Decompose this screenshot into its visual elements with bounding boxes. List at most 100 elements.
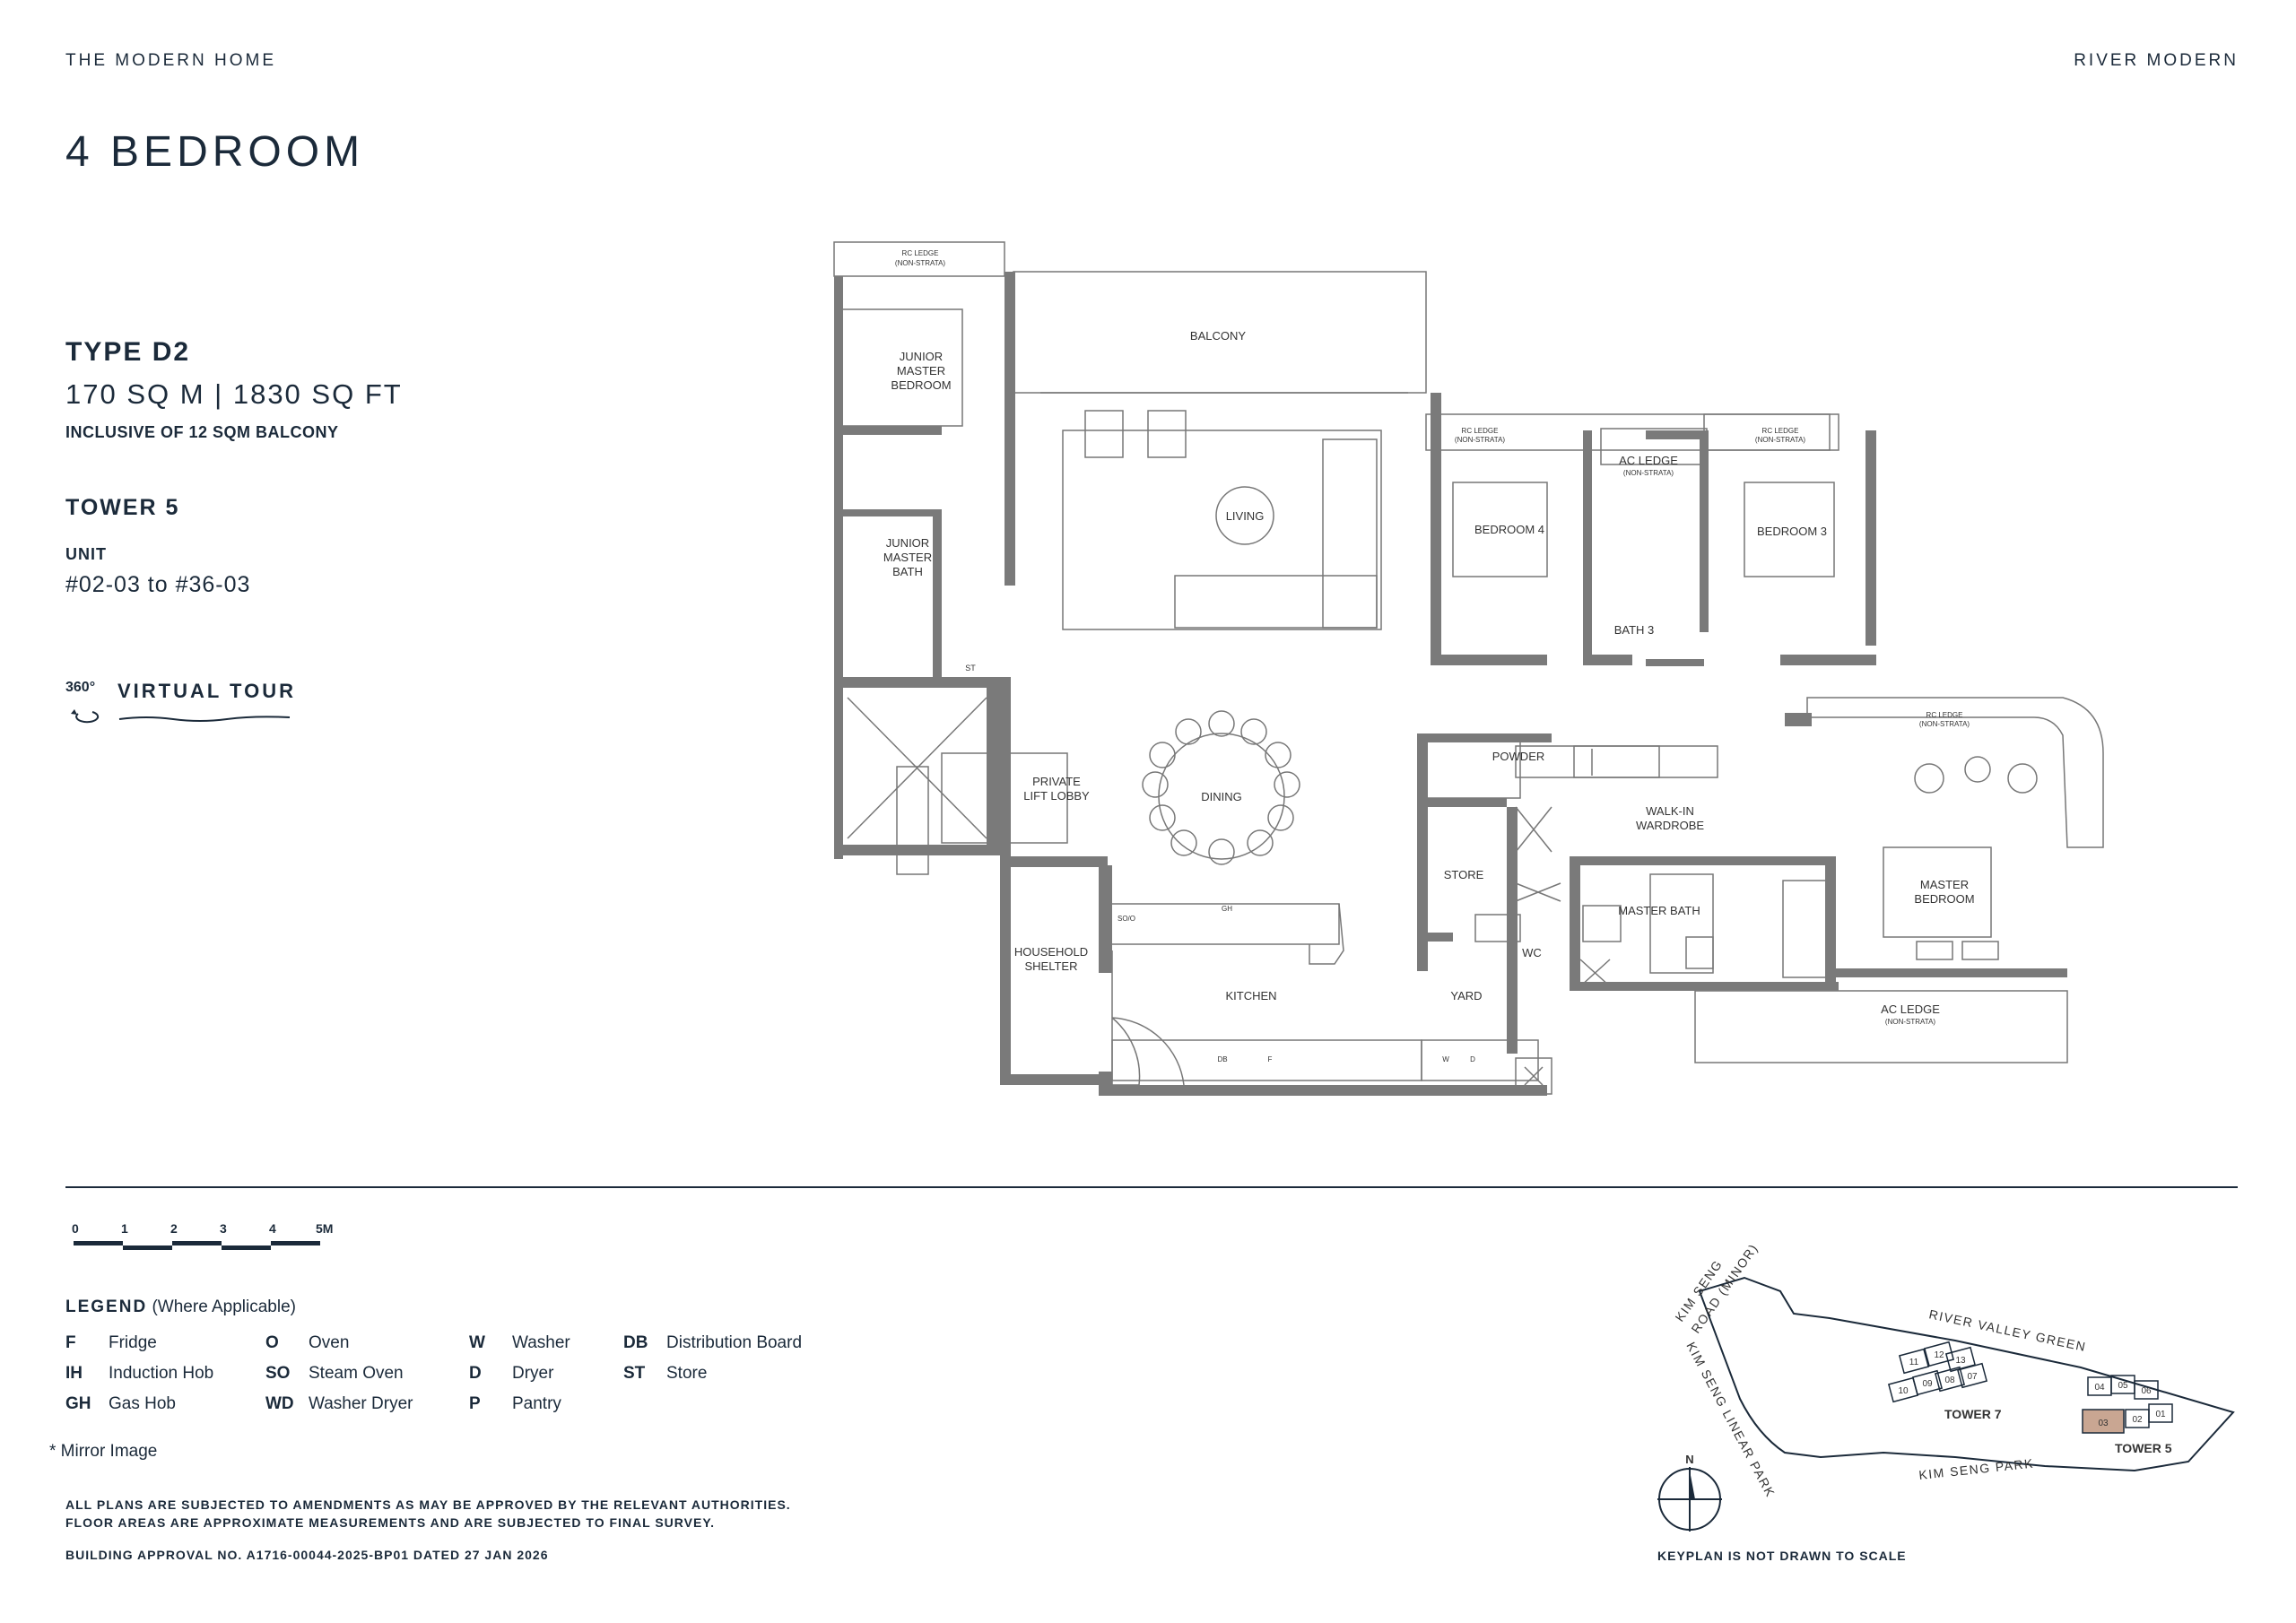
legend-heading: LEGEND (Where Applicable) [65,1298,296,1317]
fp-dining: DINING [1201,790,1242,803]
svg-text:03: 03 [2098,1419,2109,1428]
disclaimer-line-2: FLOOR AREAS ARE APPROXIMATE MEASUREMENTS… [65,1515,715,1530]
disclaimer: ALL PLANS ARE SUBJECTED TO AMENDMENTS AS… [65,1496,791,1532]
unit-area: 170 SQ M | 1830 SQ FT [65,378,403,410]
scale-bar-graphic [74,1241,320,1250]
fp-wiw-1: WALK-IN [1646,804,1694,818]
fp-jmbath-3: BATH [892,565,923,578]
svg-text:13: 13 [1955,1356,1966,1366]
fp-living: LIVING [1226,509,1265,523]
unit-heading: UNIT [65,545,107,563]
fp-pll-1: PRIVATE [1032,775,1081,788]
virtual-tour-link[interactable]: 360° VIRTUAL TOUR [65,678,317,732]
scale-tick-0: 0 [72,1221,79,1236]
north-arrow-icon: N [1657,1453,1722,1532]
fp-rc-ledge-3: RC LEDGE [1762,427,1799,435]
fp-master-bath: MASTER BATH [1618,904,1700,917]
keyplan: 11 12 13 10 09 08 07 04 05 06 01 02 03 T… [1657,1241,2235,1532]
fp-wiw-2: WARDROBE [1636,819,1704,832]
keyplan-site-outline [1698,1276,2235,1472]
fp-non-strata-5: (NON-STRATA) [1919,720,1970,728]
keyplan-tower7 [1887,1341,1988,1403]
svg-text:05: 05 [2118,1381,2128,1391]
fp-wc: WC [1522,946,1542,959]
keyplan-note: KEYPLAN IS NOT DRAWN TO SCALE [1657,1549,1907,1563]
unit-range: #02-03 to #36-03 [65,572,251,597]
mirror-image-note: * Mirror Image [49,1442,158,1461]
virtual-tour-label: VIRTUAL TOUR [117,680,296,702]
fp-bath3: BATH 3 [1614,623,1655,637]
balcony-note: INCLUSIVE OF 12 SQM BALCONY [65,423,339,441]
keyplan-t7-units: 11 12 13 10 09 08 07 [1898,1350,1978,1396]
svg-text:08: 08 [1944,1376,1955,1385]
keyplan-t5-units: 04 05 06 01 02 03 [2094,1381,2166,1428]
fp-non-strata-6: (NON-STRATA) [1885,1018,1935,1026]
scale-tick-1: 1 [121,1221,128,1236]
scale-bar: 0 1 2 3 4 5M [72,1221,341,1275]
unit-type: TYPE D2 [65,337,191,367]
floor-plan-walls [834,272,2067,1096]
fp-w: W [1442,1055,1449,1063]
keyplan-tower5-label: TOWER 5 [2115,1441,2172,1455]
fp-f: F [1268,1055,1273,1063]
keyplan-linear-park: KIM SENG LINEAR PARK [1683,1340,1778,1500]
svg-text:04: 04 [2094,1383,2105,1393]
fp-rc-ledge-4: RC LEDGE [1926,711,1963,719]
keyplan-river-valley-green: RIVER VALLEY GREEN [1927,1306,2087,1354]
fp-ac-ledge-1: AC LEDGE [1619,454,1678,467]
fp-gh: GH [1222,905,1232,913]
fp-bedroom3: BEDROOM 3 [1757,525,1827,538]
keyplan-tower5 [2087,1375,2173,1428]
keyplan-tower7-label: TOWER 7 [1944,1407,2002,1421]
building-approval: BUILDING APPROVAL NO. A1716-00044-2025-B… [65,1548,549,1562]
keyplan-labels: TOWER 7 TOWER 5 [1944,1407,2172,1455]
fp-yard: YARD [1450,989,1482,1002]
rotate-360-icon [71,709,291,724]
fp-d: D [1470,1055,1475,1063]
fp-hs-1: HOUSEHOLD [1014,945,1088,959]
page-title: 4 BEDROOM [65,128,365,176]
brand-right: RIVER MODERN [2074,51,2239,70]
fp-bedroom4: BEDROOM 4 [1474,523,1544,536]
fp-mb-1: MASTER [1920,878,1969,891]
fp-non-strata-4: (NON-STRATA) [1623,469,1674,477]
keyplan-roads: RIVER VALLEY GREEN KIM SENG PARK KIM SEN… [1672,1241,2087,1500]
north-label: N [1685,1453,1693,1466]
fp-powder: POWDER [1492,750,1545,763]
fp-jmbath-2: MASTER [883,551,932,564]
fp-rc-ledge-2: RC LEDGE [1462,427,1499,435]
svg-text:06: 06 [2141,1386,2152,1396]
svg-text:12: 12 [1934,1350,1944,1360]
scale-tick-4: 4 [269,1221,276,1236]
svg-text:11: 11 [1909,1358,1919,1367]
svg-text:07: 07 [1967,1372,1978,1382]
fp-so-o: SO/O [1118,915,1135,923]
legend-title: LEGEND [65,1298,148,1316]
fp-store: STORE [1444,868,1484,881]
fp-pll-2: LIFT LOBBY [1023,789,1090,803]
fp-jmbath-1: JUNIOR [886,536,929,550]
scale-tick-2: 2 [170,1221,178,1236]
fp-mb-2: BEDROOM [1914,892,1974,906]
fp-non-strata-2: (NON-STRATA) [1455,436,1505,444]
disclaimer-line-1: ALL PLANS ARE SUBJECTED TO AMENDMENTS AS… [65,1497,791,1512]
svg-text:02: 02 [2132,1415,2143,1425]
svg-text:01: 01 [2155,1410,2166,1419]
scale-tick-5: 5M [316,1221,334,1236]
fp-rc-ledge-1: RC LEDGE [902,249,939,257]
fp-jmb-3: BEDROOM [891,378,951,392]
fp-non-strata-1: (NON-STRATA) [895,259,945,267]
tower-label: TOWER 5 [65,495,180,520]
fp-balcony: BALCONY [1190,329,1246,343]
fp-jmb-2: MASTER [897,364,945,378]
fp-kitchen: KITCHEN [1225,989,1276,1002]
fp-ac-ledge-2: AC LEDGE [1881,1002,1940,1016]
scale-tick-3: 3 [220,1221,227,1236]
fp-db: DB [1217,1055,1227,1063]
svg-text:09: 09 [1922,1379,1933,1389]
fp-st: ST [965,664,976,673]
svg-text:10: 10 [1898,1386,1909,1396]
virtual-tour-degree: 360° [65,680,96,695]
fp-jmb-1: JUNIOR [900,350,943,363]
fp-non-strata-3: (NON-STRATA) [1755,436,1805,444]
